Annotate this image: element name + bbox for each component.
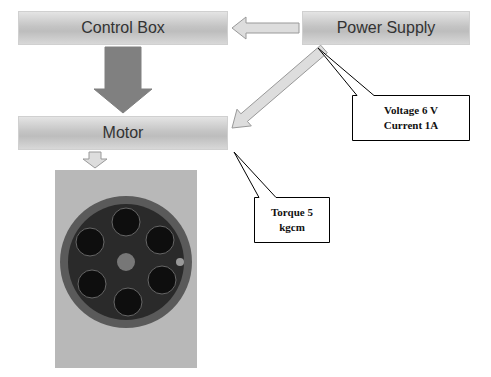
callout-shape xyxy=(234,152,330,243)
disk-hole xyxy=(112,208,140,236)
photo-background xyxy=(55,170,197,368)
disk-hole xyxy=(78,270,106,298)
process-box: Motor xyxy=(18,116,228,150)
box-label: Motor xyxy=(103,124,144,142)
output-arrow xyxy=(83,152,107,168)
disk-hole xyxy=(76,228,104,256)
box-label: Control Box xyxy=(81,19,165,37)
block-arrow xyxy=(232,45,327,128)
disk-hole xyxy=(146,226,174,254)
disk-face xyxy=(68,204,184,320)
callout-bubble: Voltage 6 V Current 1A xyxy=(352,95,470,141)
callout-text: Voltage 6 V Current 1A xyxy=(374,103,448,133)
disk-hole xyxy=(148,266,176,294)
callout-outline xyxy=(352,95,470,141)
process-box: Control Box xyxy=(18,11,228,45)
box-label: Power Supply xyxy=(337,19,436,37)
disk-hub xyxy=(117,253,135,271)
disk-rim xyxy=(60,196,192,328)
callout-shape xyxy=(318,48,470,141)
disk-screw xyxy=(176,258,184,266)
callout-bubble: Torque 5 kgcm xyxy=(254,197,330,243)
disk-hole xyxy=(114,288,142,316)
process-box: Power Supply xyxy=(302,11,470,45)
callout-outline xyxy=(254,197,330,243)
block-arrow xyxy=(94,47,152,113)
block-arrow xyxy=(232,17,299,39)
callout-text: Torque 5 kgcm xyxy=(267,205,317,235)
